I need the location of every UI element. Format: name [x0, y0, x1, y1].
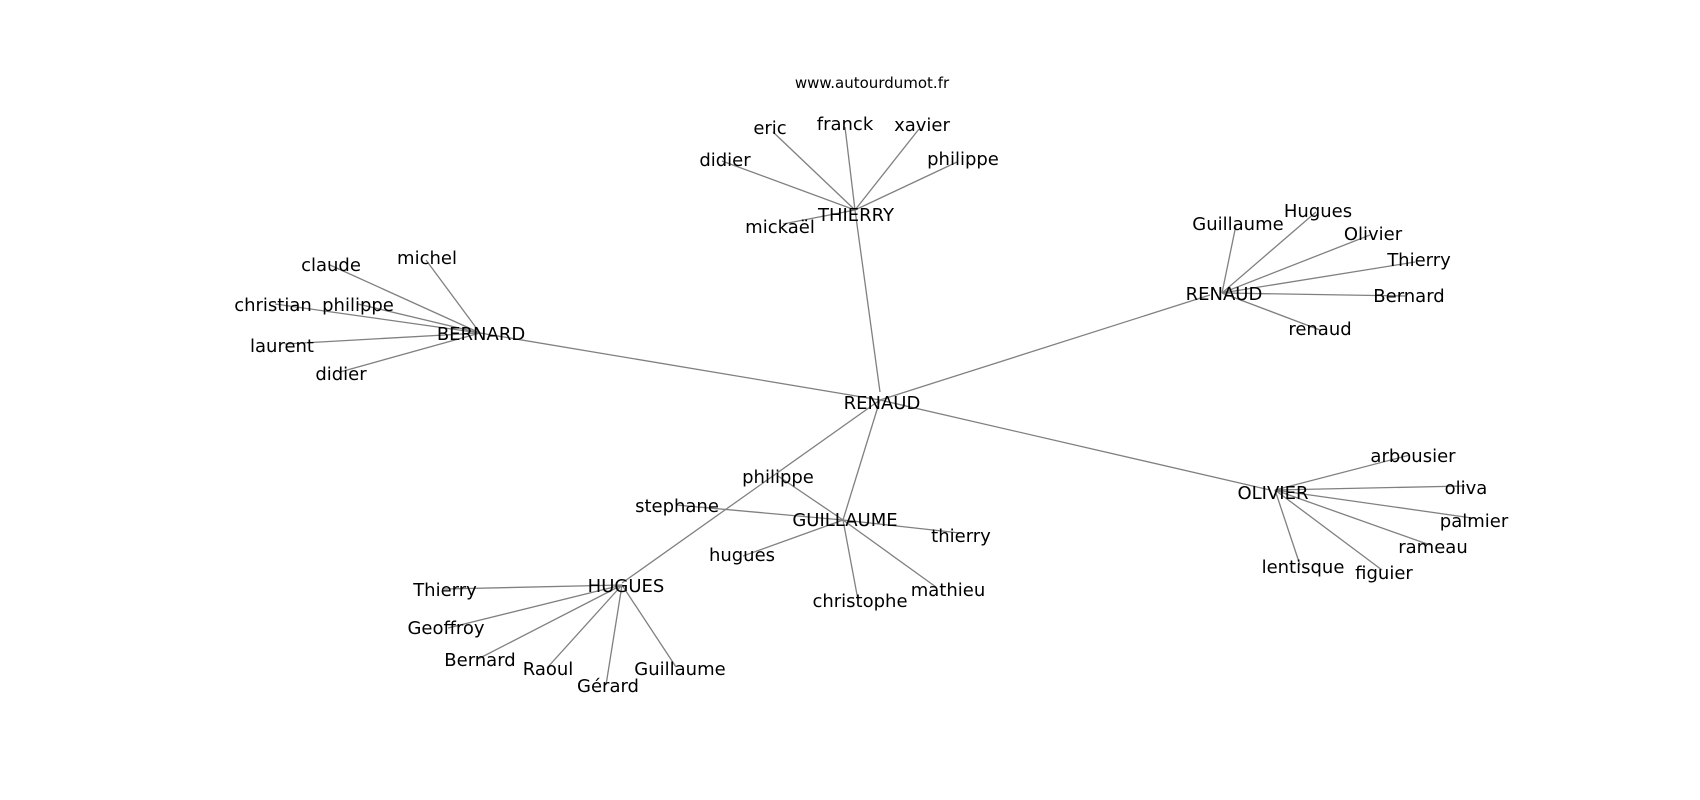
node-xavier: xavier [894, 115, 950, 136]
node-guillaume: Guillaume [1192, 214, 1283, 235]
edge-root-thierry [854, 209, 881, 393]
node-eric: eric [753, 118, 786, 139]
node-lentisque: lentisque [1262, 557, 1345, 578]
node-renaud: RENAUD [1186, 284, 1263, 305]
edge-hugues-bernard [477, 584, 623, 660]
node-claude: claude [301, 255, 361, 276]
node-franck: franck [817, 114, 874, 135]
node-philippe: philippe [742, 467, 814, 488]
node-arbousier: arbousier [1370, 446, 1456, 467]
edge-thierry-xavier [854, 128, 920, 211]
node-olivier: OLIVIER [1237, 483, 1308, 504]
node-thierry: Thierry [1386, 250, 1451, 271]
edge-guillaume-mathieu [842, 519, 937, 588]
node-renaud-lower: renaud [1288, 319, 1351, 340]
edge-root-hugues [621, 399, 881, 584]
edge-guillaume-christophe [842, 519, 859, 601]
edge-bernard-claude [329, 264, 481, 334]
edges [274, 126, 1473, 686]
site-watermark: www.autourdumot.fr [795, 74, 950, 92]
node-raoul: Raoul [523, 659, 574, 680]
node-philippe: philippe [927, 149, 999, 170]
node-labels: RENAUD THIERRY eric franck xavier didier… [234, 114, 1509, 697]
node-christophe: christophe [812, 591, 907, 612]
node-philippe: philippe [322, 295, 394, 316]
edge-renaud-renaud [1221, 292, 1321, 331]
node-didier: didier [699, 150, 751, 171]
edge-guillaume-philippe [777, 475, 844, 521]
node-guillaume: GUILLAUME [792, 510, 897, 531]
edge-olivier-rameau [1274, 489, 1431, 546]
node-mickael: mickaël [745, 217, 815, 238]
edge-bernard-philippe [357, 303, 481, 334]
node-laurent: laurent [250, 336, 314, 357]
edge-olivier-palmier [1274, 489, 1473, 519]
node-bernard: Bernard [444, 650, 515, 671]
node-stephane: stephane [635, 496, 719, 517]
edge-thierry-mickael [782, 209, 856, 225]
node-palmier: palmier [1440, 511, 1509, 532]
edge-thierry-didier [721, 160, 856, 211]
edge-thierry-philippe [854, 161, 958, 211]
edge-olivier-oliva [1274, 485, 1466, 491]
node-hugues: Hugues [1284, 201, 1352, 222]
edge-bernard-laurent [284, 332, 481, 345]
edge-renaud-olivier [1221, 234, 1371, 294]
edge-hugues-raoul [546, 584, 623, 669]
edge-guillaume-thierry [842, 519, 961, 534]
edge-hugues-thierry [443, 584, 623, 590]
edge-bernard-michel [425, 259, 481, 334]
node-thierry: thierry [931, 526, 991, 547]
edge-root-bernard [479, 332, 881, 401]
node-geoffroy: Geoffroy [407, 618, 484, 639]
edge-bernard-didier [339, 332, 481, 373]
node-hugues: HUGUES [588, 576, 665, 597]
node-hugues: hugues [709, 545, 775, 566]
edge-guillaume-stephane [675, 504, 844, 521]
node-root-renaud: RENAUD [844, 393, 921, 414]
node-guillaume: Guillaume [634, 659, 725, 680]
edge-renaud-thierry [1221, 261, 1416, 294]
edge-root-olivier [879, 399, 1271, 491]
edge-root-renaud [879, 294, 1211, 401]
node-christian: christian [234, 295, 312, 316]
edge-renaud-guillaume [1221, 224, 1237, 294]
node-gerard: Gérard [577, 676, 639, 697]
edge-root-guillaume [842, 399, 881, 521]
node-michel: michel [397, 248, 457, 269]
edge-thierry-franck [844, 126, 856, 211]
edge-hugues-gerard [605, 584, 623, 686]
node-bernard: Bernard [1373, 286, 1444, 307]
edge-renaud-hugues [1221, 211, 1317, 294]
edge-olivier-lentisque [1274, 489, 1301, 566]
node-rameau: rameau [1398, 537, 1467, 558]
node-mathieu: mathieu [911, 580, 986, 601]
node-didier: didier [315, 364, 367, 385]
node-bernard: BERNARD [437, 324, 525, 345]
node-olivier: Olivier [1344, 224, 1403, 245]
edge-olivier-figuier [1274, 489, 1383, 571]
node-figuier: figuier [1355, 563, 1413, 584]
edge-guillaume-hugues [742, 519, 844, 557]
node-thierry: THIERRY [817, 205, 895, 226]
edge-hugues-geoffroy [447, 584, 623, 629]
edge-olivier-arbousier [1274, 454, 1411, 491]
edge-thierry-eric [772, 131, 856, 211]
edge-renaud-bernard [1221, 292, 1406, 297]
edge-bernard-christian [274, 303, 481, 334]
edge-hugues-guillaume [621, 584, 677, 668]
node-oliva: oliva [1445, 478, 1488, 499]
node-thierry: Thierry [412, 580, 477, 601]
